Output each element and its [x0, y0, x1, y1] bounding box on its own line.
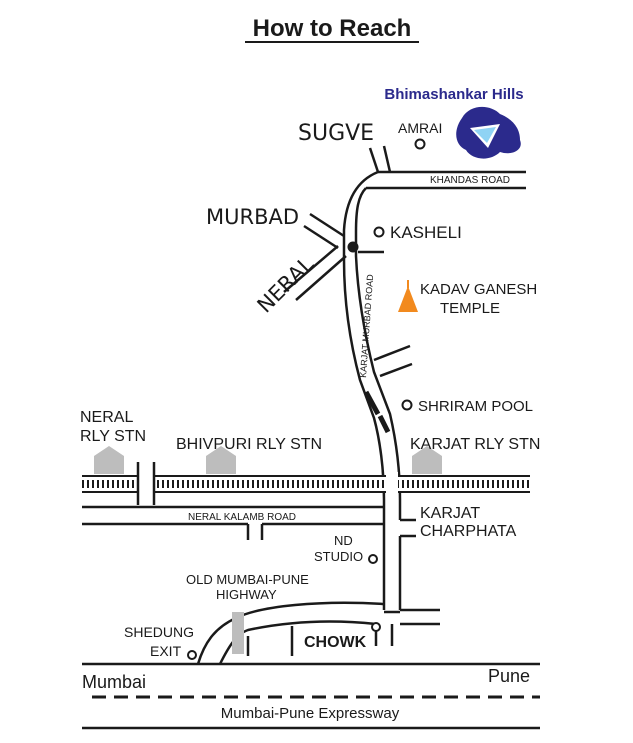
bhimashankar-hills-icon: [456, 106, 521, 159]
train-station-icon: [412, 446, 442, 474]
rail-crossing-gap: [138, 472, 154, 496]
road-markers: [363, 390, 391, 434]
bhivpuri-rly-label: BHIVPURI RLY STN: [176, 436, 322, 453]
karjat-charphata-label-1: KARJAT: [420, 505, 480, 522]
old-highway-label-1: OLD MUMBAI-PUNE: [186, 572, 309, 587]
old-mumbai-pune-highway: [196, 601, 440, 665]
neral-rly-label-1: NERAL: [80, 409, 133, 426]
shriram-pool-road: [373, 344, 413, 378]
sugve-road: [368, 145, 392, 173]
train-station-icon: [206, 446, 236, 474]
shedung-label-2: EXIT: [150, 643, 182, 659]
crossing-road: [136, 462, 156, 505]
nd-studio-label-2: STUDIO: [314, 549, 363, 564]
khandas-road-label: KHANDAS ROAD: [430, 175, 510, 186]
location-dot-icon: [187, 650, 197, 660]
neral-kalamb-road: [82, 505, 416, 540]
junction-dot-icon: [347, 241, 359, 253]
expressway-label: Mumbai-Pune Expressway: [221, 705, 400, 722]
mumbai-label: Mumbai: [82, 672, 146, 692]
location-dot-icon: [401, 399, 413, 411]
neral-label: NERAL: [253, 252, 319, 318]
karjat-murbad-road: [342, 170, 402, 610]
railway-line: [82, 475, 530, 493]
old-highway-label-2: HIGHWAY: [216, 587, 277, 602]
kasheli-label: KASHELI: [390, 223, 462, 242]
neral-kalamb-road-label: NERAL KALAMB ROAD: [188, 512, 296, 523]
train-station-icon: [94, 446, 124, 474]
rail-crossing-gap: [386, 472, 398, 496]
murbad-label: MURBAD: [206, 205, 299, 229]
map-title: How to Reach: [253, 15, 412, 42]
destination-label: Bhimashankar Hills: [384, 86, 523, 103]
karjat-charphata-label-2: CHARPHATA: [420, 523, 517, 540]
khandas-road: [366, 170, 526, 190]
location-dot-icon: [414, 138, 426, 150]
location-dot-icon: [373, 226, 385, 238]
kadav-ganesh-label-2: TEMPLE: [440, 300, 500, 317]
sugve-label: SUGVE: [298, 121, 374, 146]
temple-icon: [398, 280, 418, 312]
pune-label: Pune: [488, 666, 530, 686]
location-dot-icon: [368, 554, 378, 564]
nd-studio-label-1: ND: [334, 533, 353, 548]
murbad-road: [303, 212, 345, 250]
amrai-label: AMRAI: [398, 120, 442, 136]
karjat-rly-label: KARJAT RLY STN: [410, 436, 540, 453]
neral-road: [283, 245, 347, 301]
location-dot-icon: [371, 622, 381, 632]
highway-marker: [232, 612, 244, 654]
shriram-pool-label: SHRIRAM POOL: [418, 398, 533, 415]
shedung-label-1: SHEDUNG: [124, 624, 194, 640]
kadav-ganesh-label-1: KADAV GANESH: [420, 281, 537, 298]
chowk-label: CHOWK: [304, 634, 367, 651]
neral-rly-label-2: RLY STN: [80, 428, 146, 445]
